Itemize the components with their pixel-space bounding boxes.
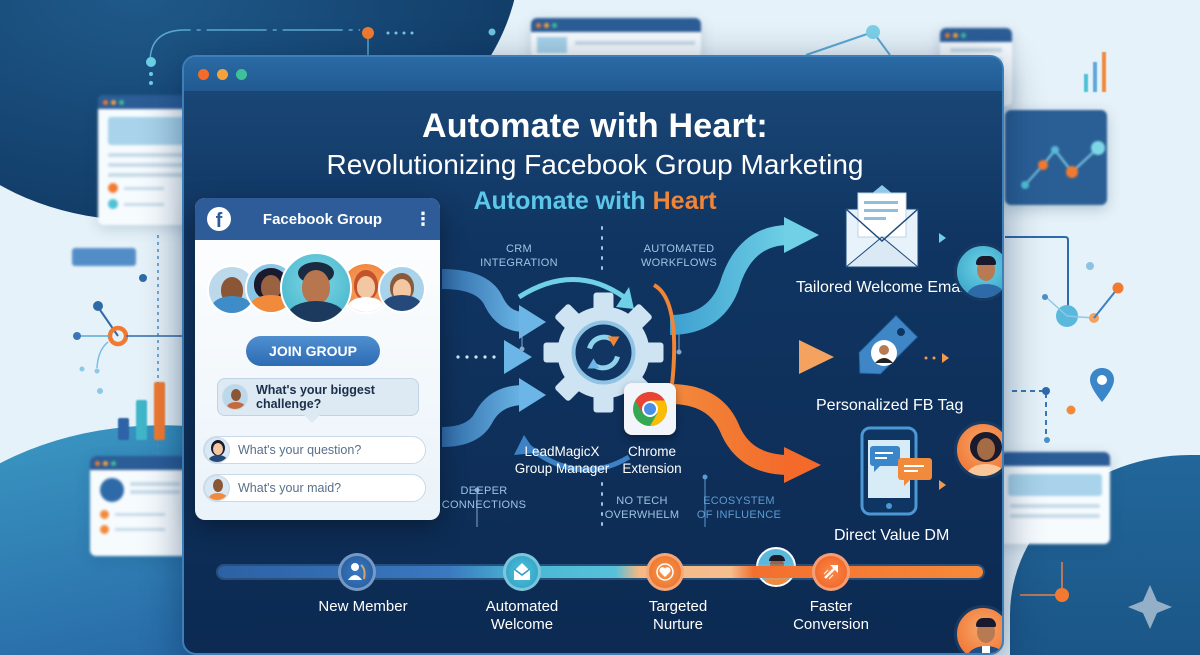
phone-chat-icon	[860, 426, 932, 516]
label-ecosystem-of-influence: ECOSYSTEM OF INFLUENCE	[696, 495, 782, 521]
flow-diagram	[441, 217, 949, 528]
map-pin-icon	[1090, 368, 1114, 402]
label-crm-integration: CRM INTEGRATION	[480, 243, 558, 269]
commenter-avatar	[204, 475, 230, 501]
comment-placeholder: What's your question?	[238, 443, 362, 457]
chrome-extension-tile[interactable]	[624, 383, 676, 435]
label-deeper-connections: DEEPER CONNECTIONS	[441, 485, 527, 511]
output-label-tag: Personalized FB Tag	[816, 397, 964, 414]
background-line-chart-card	[1005, 110, 1107, 205]
timeline-label-faster-conversion: Faster Conversion	[793, 598, 869, 633]
timeline-label-new-member: New Member	[318, 598, 408, 615]
member-avatar	[378, 265, 426, 313]
envelope-icon	[844, 185, 920, 268]
close-window-dot[interactable]	[198, 68, 209, 80]
commenter-avatar	[204, 437, 230, 463]
member-avatar-featured	[280, 252, 352, 324]
background-mini-bars	[1082, 50, 1112, 92]
main-window: Automate with Heart: Revolutionizing Fac…	[182, 55, 1004, 655]
maximize-window-dot[interactable]	[236, 68, 247, 80]
commenter-avatar	[222, 384, 248, 410]
member-avatars	[195, 240, 440, 350]
window-titlebar	[184, 57, 1002, 91]
comment-input-question[interactable]: What's your question?	[203, 436, 426, 464]
recipient-avatar-dm	[954, 605, 1002, 653]
background-window-top	[531, 18, 701, 58]
label-automated-workflows: AUTOMATED WORKFLOWS	[640, 243, 718, 269]
output-label-email: Tailored Welcome Email	[796, 279, 968, 296]
comment-placeholder: What's your maid?	[238, 481, 342, 495]
join-group-button[interactable]: JOIN GROUP	[246, 336, 380, 366]
heart-icon	[656, 563, 674, 581]
label-no-tech-overwhelm: NO TECH OVERWHELM	[604, 495, 680, 521]
tagline: Automate with Heart	[184, 187, 1002, 216]
timeline-step-automated-welcome[interactable]	[503, 553, 541, 591]
background-bar-chart	[115, 380, 170, 440]
facebook-card-header: f Facebook Group ⋮	[195, 198, 440, 240]
facebook-group-card: f Facebook Group ⋮ JOIN GROUP	[195, 198, 440, 520]
background-window-left-bottom	[90, 456, 190, 556]
background-badge	[72, 248, 136, 266]
more-options-icon[interactable]: ⋮	[414, 208, 432, 229]
output-label-dm: Direct Value DM	[834, 527, 950, 544]
rocket-arrow-icon	[823, 565, 838, 580]
users-icon	[348, 563, 366, 580]
recipient-avatar-tag	[954, 421, 1002, 479]
background-window-left	[98, 95, 198, 225]
envelope-icon	[513, 563, 531, 580]
recipient-avatar-email	[954, 243, 1002, 301]
facebook-logo-icon: f	[207, 207, 231, 231]
progress-timeline	[218, 566, 983, 578]
timeline-label-targeted-nurture: Targeted Nurture	[648, 598, 708, 633]
extension-name: Chrome Extension	[622, 444, 682, 476]
comment-input-maid[interactable]: What's your maid?	[203, 474, 426, 502]
tagline-highlight: Heart	[652, 187, 717, 215]
page-title: Automate with Heart:	[422, 107, 768, 145]
timeline-step-faster-conversion[interactable]	[812, 553, 850, 591]
background-window-right-bottom	[1000, 452, 1110, 544]
facebook-card-title: Facebook Group	[262, 210, 383, 228]
minimize-window-dot[interactable]	[217, 68, 228, 80]
timeline-step-new-member[interactable]	[338, 553, 376, 591]
chrome-icon	[633, 392, 667, 426]
tagline-prefix: Automate with	[473, 187, 653, 215]
tag-icon	[858, 315, 918, 375]
page-subtitle: Revolutionizing Facebook Group Marketing	[326, 149, 864, 180]
question-text: What's your biggest challenge?	[256, 383, 375, 411]
timeline-label-automated-welcome: Automated Welcome	[485, 598, 559, 633]
timeline-step-targeted-nurture[interactable]	[646, 553, 684, 591]
question-bubble: What's your biggest challenge?	[217, 378, 419, 423]
hub-name: LeadMagicX Group Manager	[514, 444, 610, 476]
